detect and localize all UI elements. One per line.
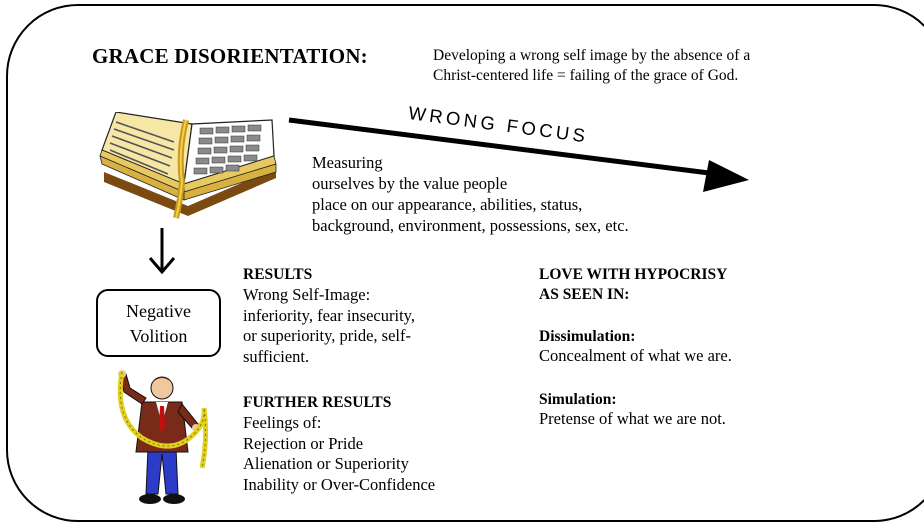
negative-volition-box: Negative Volition <box>96 289 221 357</box>
wrong-focus-arrow-icon <box>288 117 749 192</box>
title-definition-line1: Developing a wrong self image by the abs… <box>433 47 751 64</box>
simulation-body: Pretense of what we are not. <box>539 409 726 428</box>
further-results-heading: FURTHER RESULTS <box>243 394 392 411</box>
down-arrow-icon <box>148 228 176 275</box>
dissimulation-body: Concealment of what we are. <box>539 346 732 365</box>
simulation-heading: Simulation: <box>539 391 617 408</box>
diagram-title: GRACE DISORIENTATION: <box>92 44 368 68</box>
love-hypocrisy-heading-line1: LOVE WITH HYPOCRISY <box>539 266 728 283</box>
rounded-frame <box>6 4 924 522</box>
results-heading: RESULTS <box>243 266 313 283</box>
man-with-tape-measure-icon <box>117 370 209 504</box>
negative-volition-line1: Negative <box>126 301 191 321</box>
love-hypocrisy-heading-line2: AS SEEN IN: <box>539 286 630 303</box>
negative-volition-line2: Volition <box>129 326 188 346</box>
dissimulation-heading: Dissimulation: <box>539 328 636 345</box>
further-results-body: Feelings of: Rejection or Pride Alienati… <box>243 413 436 494</box>
title-definition-line2: Christ-centered life = failing of the gr… <box>433 67 739 84</box>
results-body: Wrong Self-Image: inferiority, fear inse… <box>243 285 415 366</box>
open-bible-icon <box>99 112 277 219</box>
measuring-text: Measuring ourselves by the value people … <box>312 153 629 235</box>
